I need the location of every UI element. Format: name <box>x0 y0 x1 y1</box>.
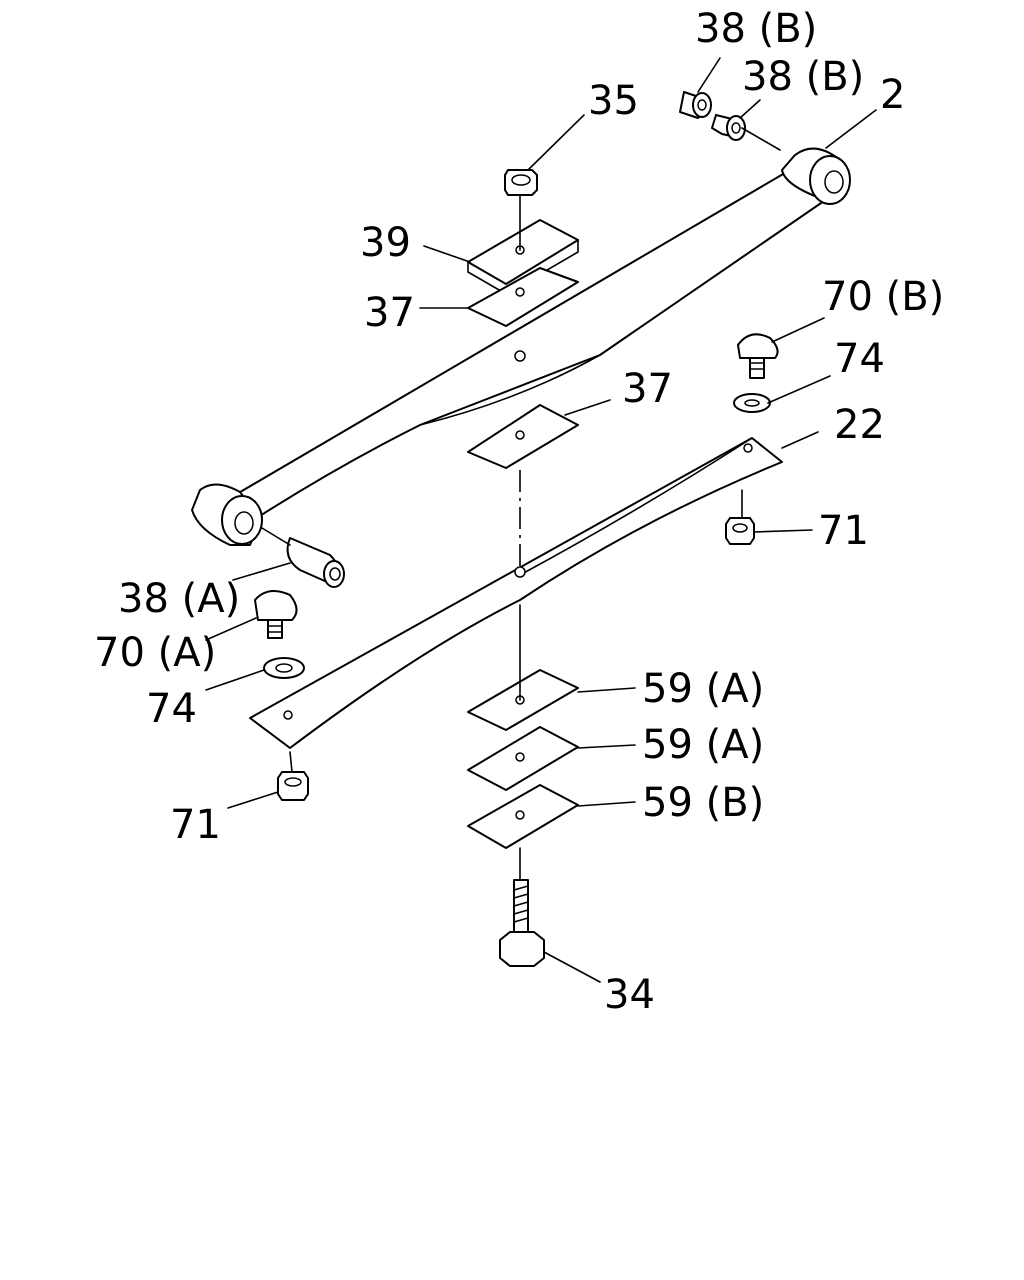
callout-labels: 38 (B) 38 (B) 2 35 39 37 70 (B) 74 37 22… <box>94 6 944 1018</box>
bushing-38b-top <box>679 91 712 119</box>
washer-74-left <box>263 657 305 679</box>
plate-59a-2 <box>467 726 579 791</box>
plate-37-upper <box>467 267 579 327</box>
callout-35: 35 <box>588 78 639 124</box>
helper-leaf <box>249 437 783 749</box>
callout-74-right: 74 <box>834 336 885 382</box>
bushing-38a <box>261 527 345 588</box>
bolt-70b <box>737 333 779 379</box>
plate-59b <box>467 784 579 849</box>
callout-59a-1: 59 (A) <box>642 666 764 712</box>
callout-2: 2 <box>880 72 905 118</box>
nut-71-left <box>277 751 309 801</box>
callout-59b: 59 (B) <box>642 780 764 826</box>
callout-71-right: 71 <box>818 508 869 554</box>
callout-70a: 70 (A) <box>94 630 216 676</box>
callout-22: 22 <box>834 402 885 448</box>
callout-38a: 38 (A) <box>118 576 240 622</box>
leader-lines <box>205 57 877 983</box>
callout-39: 39 <box>360 220 411 266</box>
bolt-70a <box>254 590 298 639</box>
nut-71-right <box>725 489 755 545</box>
callout-38b-top: 38 (B) <box>695 6 817 52</box>
callout-70b: 70 (B) <box>822 274 944 320</box>
callout-71-left: 71 <box>170 802 221 848</box>
bushing-38b-right <box>711 114 781 151</box>
callout-34: 34 <box>604 972 655 1018</box>
nut-35 <box>504 169 538 196</box>
bolt-34 <box>499 879 545 967</box>
callout-37-top: 37 <box>364 290 415 336</box>
washer-74-right <box>733 393 771 413</box>
plate-59a-1 <box>467 669 579 731</box>
callout-59a-2: 59 (A) <box>642 722 764 768</box>
callout-37-middle: 37 <box>622 366 673 412</box>
plate-37-middle <box>467 404 579 469</box>
main-leaf-spring <box>191 147 851 546</box>
callout-38b-right: 38 (B) <box>742 54 864 100</box>
callout-74-left: 74 <box>146 686 197 732</box>
